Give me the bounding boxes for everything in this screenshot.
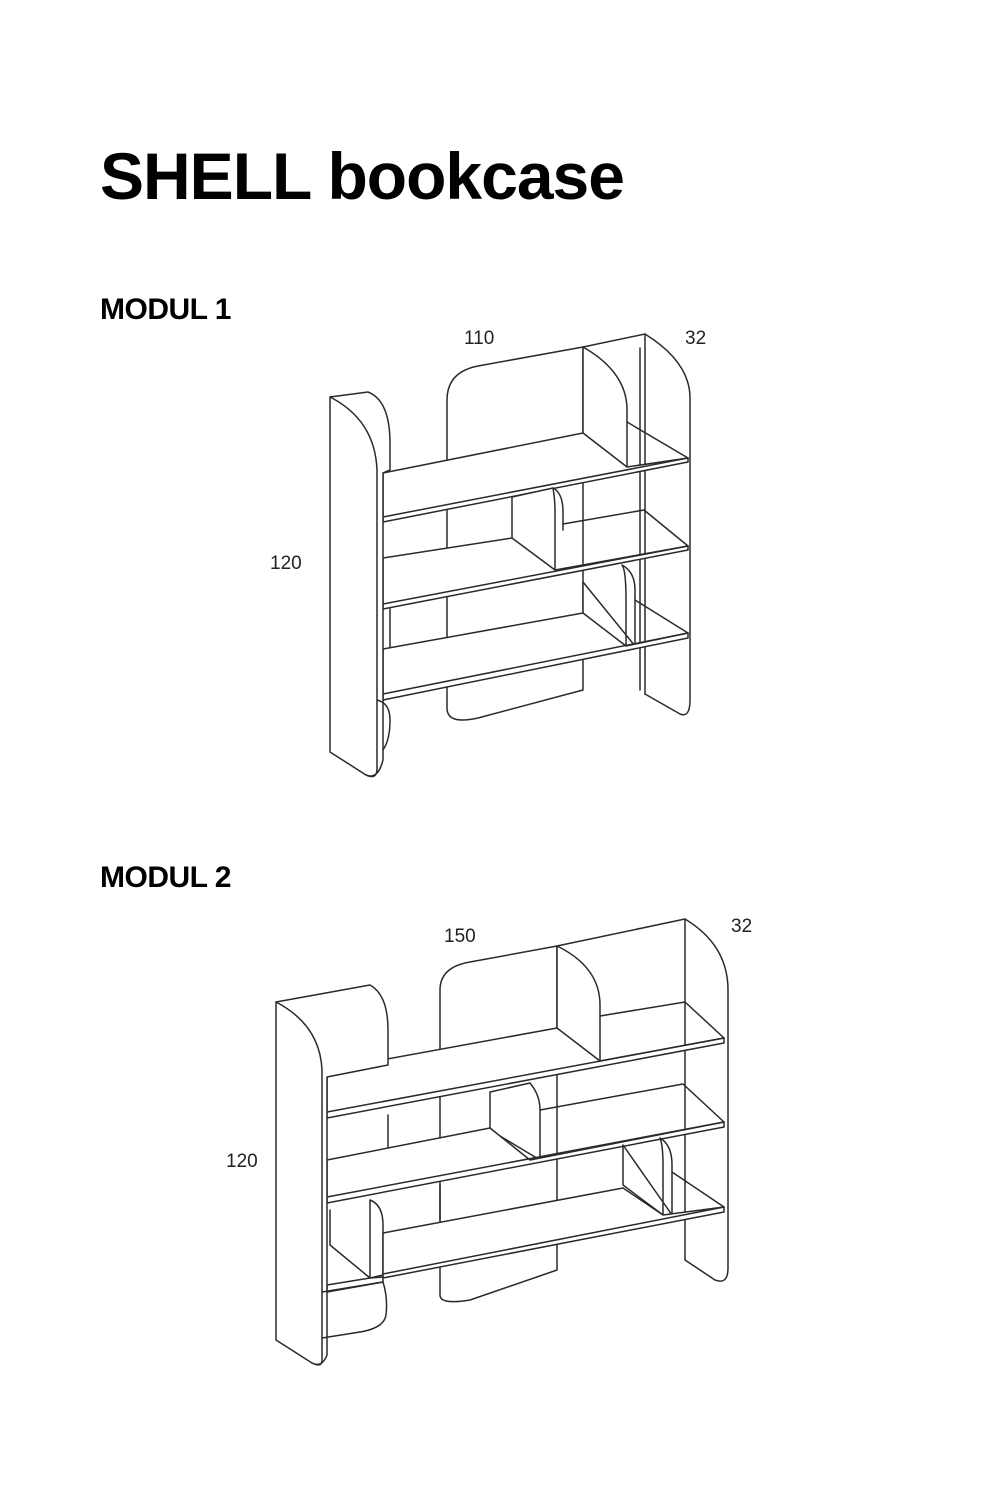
back-panel-right bbox=[557, 919, 728, 1281]
module-1-width-dimension: 110 bbox=[464, 328, 495, 349]
module-2-bookcase-drawing bbox=[0, 905, 1000, 1375]
module-2-label: MODUL 2 bbox=[100, 861, 231, 894]
divider-lower-right bbox=[583, 565, 635, 646]
module-1-label: MODUL 1 bbox=[100, 293, 231, 326]
module-2-height-dimension: 120 bbox=[226, 1151, 258, 1172]
side-panel-left bbox=[330, 392, 390, 776]
divider-middle-left bbox=[490, 1083, 540, 1160]
page-title: SHELL bookcase bbox=[100, 139, 625, 213]
divider-lower-left bbox=[370, 1200, 383, 1278]
divider-lower-right bbox=[623, 1138, 672, 1215]
module-2-width-dimension: 150 bbox=[444, 926, 476, 947]
module-1-height-dimension: 120 bbox=[270, 553, 302, 574]
module-1-depth-dimension: 32 bbox=[685, 328, 707, 349]
module-2-depth-dimension: 32 bbox=[731, 916, 753, 937]
back-panel-right bbox=[583, 334, 690, 715]
module-1-bookcase-drawing bbox=[0, 320, 1000, 800]
